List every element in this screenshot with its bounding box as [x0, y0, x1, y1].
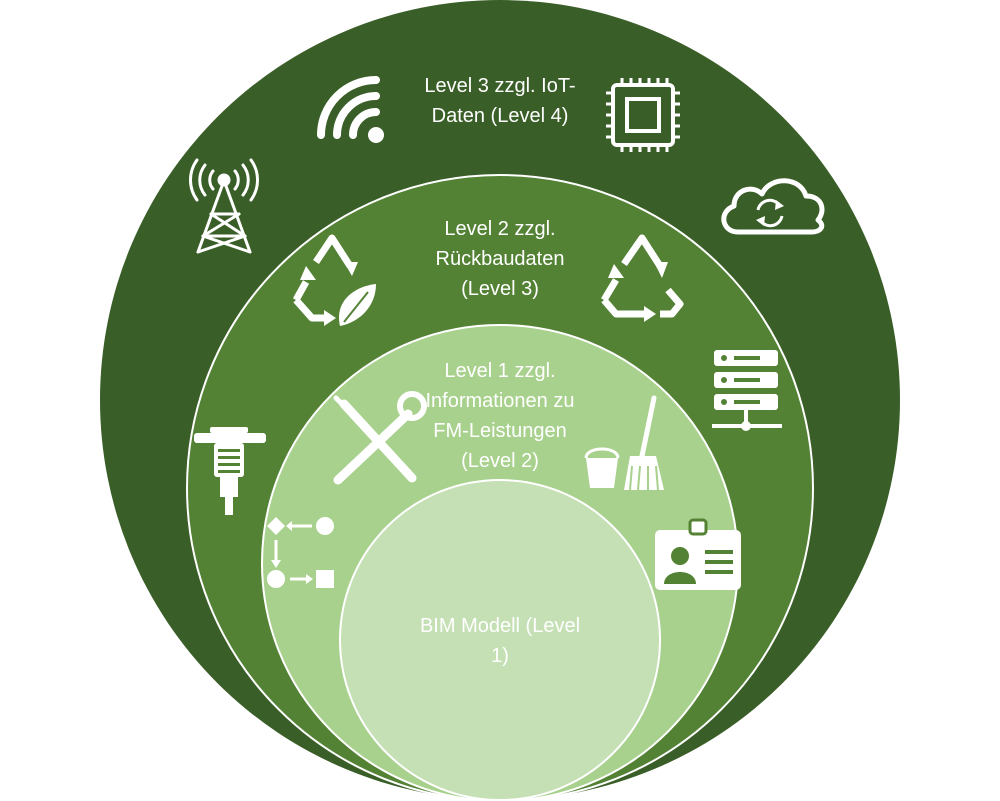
- level-1-label-line: BIM Modell (Level: [419, 615, 581, 637]
- jackhammer-icon: [194, 427, 266, 515]
- level-4-label-line: Level 3 zzgl. IoT-: [424, 75, 576, 97]
- level-1-label-line: 1): [491, 645, 509, 667]
- level-3-label-line: (Level 3): [461, 278, 539, 300]
- level-4-label: Level 3 zzgl. IoT- Daten (Level 4): [380, 71, 620, 131]
- level-1-label: BIM Modell (Level 1): [380, 611, 620, 671]
- wifi-icon: [317, 76, 384, 143]
- level-3-label-line: Rückbaudaten: [435, 248, 565, 270]
- cell-tower-icon: [189, 158, 259, 254]
- level-2-label-line: FM-Leistungen: [433, 420, 567, 442]
- level-2-label-line: (Level 2): [461, 450, 539, 472]
- level-2-label-line: Informationen zu: [425, 390, 575, 412]
- level-2-label: Level 1 zzgl. Informationen zu FM-Leistu…: [380, 356, 620, 476]
- server-rack-icon: [712, 350, 782, 431]
- process-flow-icon: [267, 517, 334, 588]
- level-4-label-line: Daten (Level 4): [431, 105, 569, 127]
- cloud-sync-icon: [721, 178, 825, 235]
- level-2-label-line: Level 1 zzgl.: [444, 360, 556, 382]
- level-3-label: Level 2 zzgl. Rückbaudaten (Level 3): [380, 214, 620, 304]
- level-1-circle: [339, 479, 661, 801]
- bucket-broom-icon: [584, 395, 664, 491]
- id-badge-icon: [655, 518, 741, 590]
- tools-icon: [333, 391, 427, 485]
- level-3-label-line: Level 2 zzgl.: [444, 218, 556, 240]
- recycle-icon: [600, 234, 684, 322]
- microchip-icon: [606, 78, 680, 152]
- recycle-leaf-icon: [292, 234, 376, 326]
